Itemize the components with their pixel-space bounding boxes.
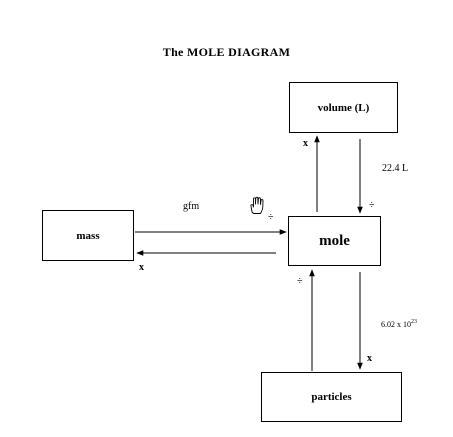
label-mole-to-volume-multiply: x [303, 138, 308, 149]
label-avogadro-exponent: 23 [411, 319, 417, 325]
label-mole-to-mass-multiply: x [139, 262, 144, 273]
label-mass-to-mole-divide: ÷ [268, 212, 274, 223]
label-volume-to-mole-divide: ÷ [369, 200, 375, 211]
diagram-title: The MOLE DIAGRAM [162, 45, 291, 59]
label-mole-to-particles-multiply: x [367, 353, 372, 364]
hand-cursor-icon [250, 196, 264, 214]
particles-box: particles [261, 372, 402, 422]
label-22-4-l: 22.4 L [382, 163, 409, 174]
label-gfm: gfm [183, 201, 200, 212]
label-avogadro: 6.02 x 1023 [381, 319, 417, 329]
volume-box: volume (L) [289, 82, 398, 133]
mole-box: mole [288, 216, 381, 266]
mass-box: mass [42, 210, 134, 261]
label-particles-to-mole-divide: ÷ [297, 276, 303, 287]
label-avogadro-base: 6.02 x 10 [381, 320, 411, 329]
